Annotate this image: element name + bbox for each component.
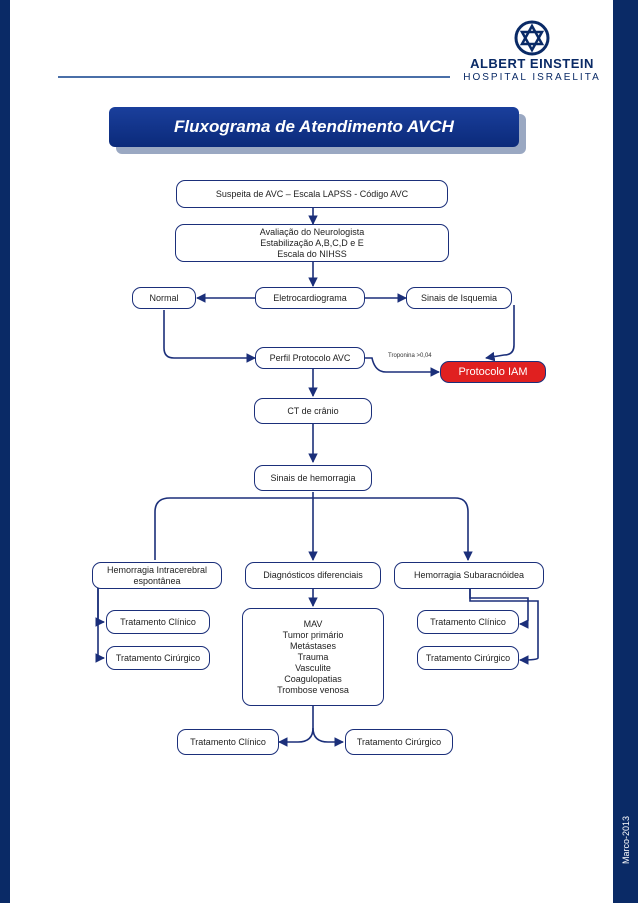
node-ct-cranio: CT de crânio	[254, 398, 372, 424]
node-tratamento-cirurgico-left: Tratamento Cirúrgico	[106, 646, 210, 670]
node-hemorragia-subaracnoidea: Hemorragia Subaracnóidea	[394, 562, 544, 589]
right-frame-bar	[613, 0, 638, 903]
logo-line-2: HOSPITAL ISRAELITA	[463, 72, 601, 83]
node-tratamento-clinico-right: Tratamento Clínico	[417, 610, 519, 634]
hospital-logo: ALBERT EINSTEIN HOSPITAL ISRAELITA	[462, 16, 602, 86]
node-mav-list: MAV Tumor primário Metástases Trauma Vas…	[242, 608, 384, 706]
troponina-label: Troponina >0,04	[388, 353, 432, 359]
header-divider	[58, 76, 450, 78]
node-tratamento-clinico-bottom: Tratamento Clínico	[177, 729, 279, 755]
page-title: Fluxograma de Atendimento AVCH	[109, 107, 519, 147]
node-eletrocardiograma: Eletrocardiograma	[255, 287, 365, 309]
logo-line-1: ALBERT EINSTEIN	[470, 56, 594, 71]
node-tratamento-cirurgico-bottom: Tratamento Cirúrgico	[345, 729, 453, 755]
node-sinais-hemorragia: Sinais de hemorragia	[254, 465, 372, 491]
node-suspeita-avc: Suspeita de AVC – Escala LAPSS - Código …	[176, 180, 448, 208]
node-tratamento-clinico-left: Tratamento Clínico	[106, 610, 210, 634]
node-hemorragia-intracerebral: Hemorragia Intracerebral espontânea	[92, 562, 222, 589]
node-tratamento-cirurgico-right: Tratamento Cirúrgico	[417, 646, 519, 670]
node-perfil-protocolo-avc: Perfil Protocolo AVC	[255, 347, 365, 369]
node-sinais-isquemia: Sinais de Isquemia	[406, 287, 512, 309]
node-normal: Normal	[132, 287, 196, 309]
star-logo-icon	[514, 20, 550, 56]
left-frame-bar	[0, 0, 10, 903]
node-protocolo-iam: Protocolo IAM	[440, 361, 546, 383]
node-diagnosticos-diferenciais: Diagnósticos diferenciais	[245, 562, 381, 589]
node-avaliacao-neurologista: Avaliação do Neurologista Estabilização …	[175, 224, 449, 262]
